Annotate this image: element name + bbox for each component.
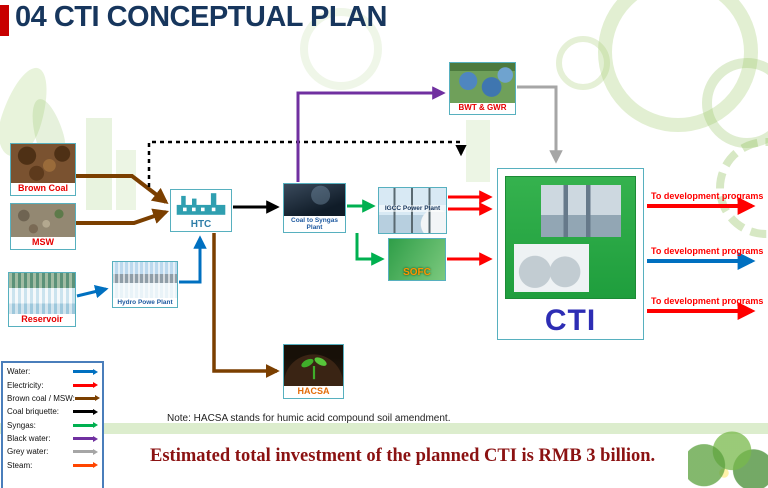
decorative-ring (702, 58, 768, 148)
factory-icon (176, 193, 226, 215)
to-development-programs-label: To development programs (651, 296, 764, 306)
city-silhouette (466, 120, 490, 182)
reservoir-label: Reservoir (9, 314, 75, 326)
legend-item-label: Water: (7, 367, 31, 377)
city-silhouette (116, 150, 136, 210)
node-brown-coal: Brown Coal (10, 143, 76, 196)
legend-line-swatch (74, 395, 100, 402)
arrow-msw-to-htc (76, 208, 170, 225)
cti-label: CTI (544, 304, 597, 337)
green-band-decoration (0, 423, 768, 434)
legend-item: Steam: (6, 459, 99, 472)
node-hacsa: HACSA (283, 344, 344, 399)
arrow-black-water-to-bwt (296, 86, 446, 182)
decorative-gear (716, 138, 768, 238)
to-development-programs-label: To development programs (651, 246, 764, 256)
legend-item: Brown coal / MSW: (6, 392, 100, 405)
arrow-syngas-to-sofc (355, 233, 385, 266)
legend-item-label: Black water: (7, 434, 51, 444)
hacsa-image (284, 345, 343, 387)
title-accent-bar (0, 5, 9, 36)
node-hydro-power-plant: Hydro Powe Plant (112, 261, 178, 308)
msw-label: MSW (11, 237, 75, 249)
arrow-grey-water-to-cti (517, 85, 563, 164)
city-silhouette (86, 118, 112, 210)
reservoir-image (9, 273, 75, 315)
node-igcc-power-plant: IGCC Power Plant (378, 187, 447, 234)
legend-line-swatch (73, 462, 98, 469)
arrow-htc-to-hacsa (212, 233, 280, 378)
page-title: 04 CTI CONCEPTUAL PLAN (15, 1, 387, 33)
bwt-gwr-image (450, 63, 515, 104)
htc-label: HTC (171, 218, 231, 231)
igcc-label: IGCC Power Plant (379, 205, 446, 213)
bwt-gwr-label: BWT & GWR (450, 103, 515, 114)
node-bwt-gwr: BWT & GWR (449, 62, 516, 115)
arrow-hydro-to-htc (179, 235, 207, 284)
legend-line-swatch (73, 422, 98, 429)
node-reservoir: Reservoir (8, 272, 76, 327)
node-sofc: SOFC (388, 238, 446, 281)
node-msw: MSW (10, 203, 76, 250)
to-development-programs-label: To development programs (651, 191, 764, 201)
legend-item-label: Steam: (7, 460, 33, 470)
arrow-reservoir-to-hydro (76, 284, 109, 299)
htc-factory-icon (171, 190, 231, 218)
brown-coal-image (11, 144, 75, 184)
cti-tanks-photo (513, 243, 589, 292)
hacsa-note-text: Note: HACSA stands for humic acid compou… (167, 413, 451, 424)
legend-item-label: Electricity: (7, 380, 44, 390)
legend-item: Black water: (6, 432, 99, 445)
decorative-ring (556, 36, 610, 90)
cti-power-plant-photo (540, 185, 621, 238)
node-htc: HTC (170, 189, 232, 232)
legend-line-swatch (73, 408, 98, 415)
decorative-ring (598, 0, 758, 132)
legend-line-swatch (73, 435, 98, 442)
legend-line-swatch (73, 448, 98, 455)
hydro-power-image (113, 262, 177, 298)
msw-image (11, 204, 75, 238)
legend-item-label: Brown coal / MSW: (7, 393, 75, 403)
sofc-image: SOFC (389, 239, 445, 280)
investment-statement: Estimated total investment of the planne… (150, 446, 656, 466)
hacsa-label: HACSA (284, 386, 343, 398)
legend-item-label: Grey water: (7, 447, 49, 457)
node-coal-to-syngas-plant: Coal to Syngas Plant (283, 183, 346, 233)
sofc-label: SOFC (403, 267, 431, 278)
legend-item-label: Coal briquette: (7, 407, 60, 417)
legend-item: Coal briquette: (6, 405, 99, 418)
legend-item-label: Syngas: (7, 420, 36, 430)
coal-to-syngas-image (284, 184, 345, 216)
node-cti: CTI (497, 168, 644, 340)
legend-item: Grey water: (6, 445, 99, 458)
legend-line-swatch (73, 382, 98, 389)
foliage-decoration (688, 428, 768, 488)
hydro-power-label: Hydro Powe Plant (113, 297, 177, 307)
legend-item: Electricity: (6, 378, 99, 391)
legend-item: Syngas: (6, 419, 99, 432)
igcc-image: IGCC Power Plant (379, 188, 446, 233)
brown-coal-label: Brown Coal (11, 183, 75, 195)
arrow-brown-coal-to-htc (76, 174, 169, 204)
coal-to-syngas-label: Coal to Syngas Plant (284, 215, 345, 232)
cti-image-panel (505, 176, 636, 299)
arrow-coal-briquette-dotted (147, 140, 467, 187)
legend-panel: Water: Electricity: Brown coal / MSW: Co… (1, 361, 104, 488)
seedling-icon (300, 356, 327, 379)
legend-line-swatch (73, 368, 98, 375)
legend-item: Water: (6, 365, 99, 378)
